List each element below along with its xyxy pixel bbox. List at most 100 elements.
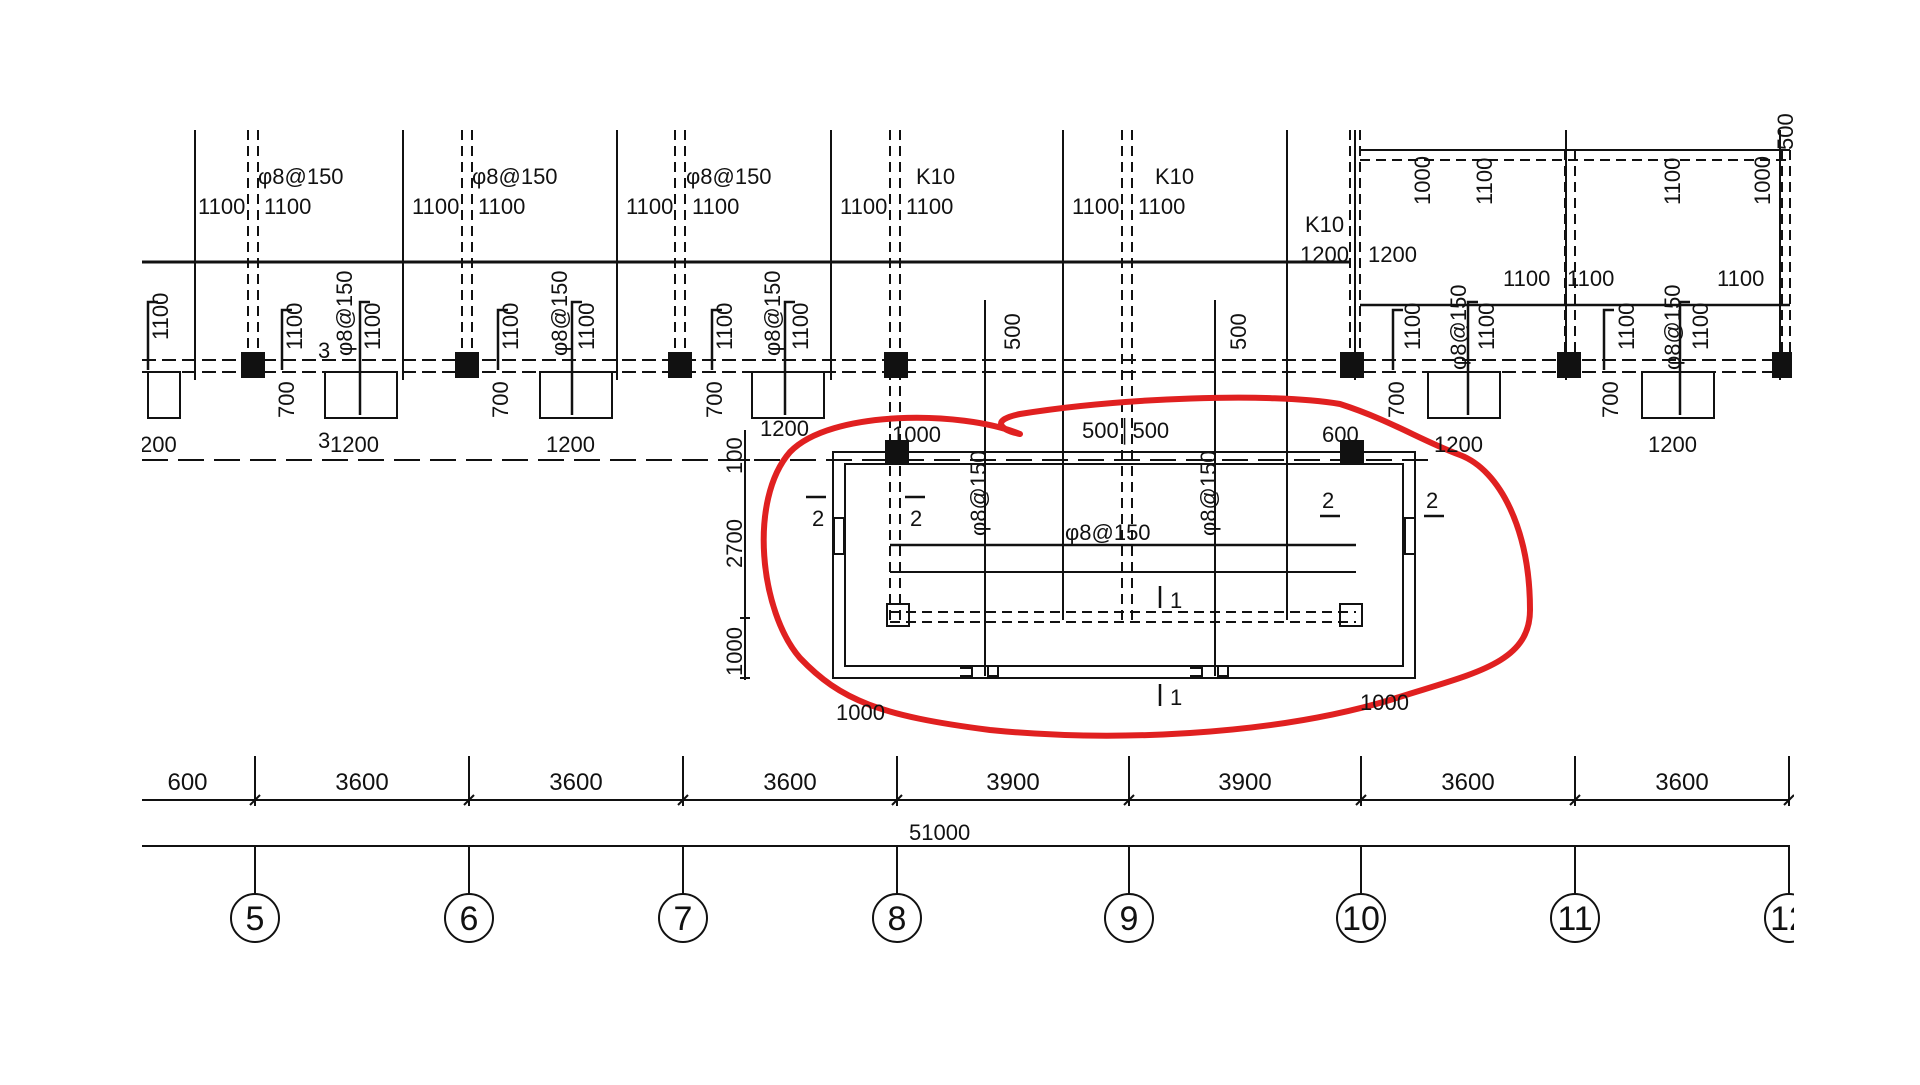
dim-label: 1100 (498, 303, 523, 350)
dim-label: 1100 (478, 194, 525, 219)
dim-label: 1100 (840, 194, 887, 219)
dim-label: 1100 (198, 194, 245, 219)
dim-label: 1200 (1368, 242, 1417, 267)
dimension-ticks (249, 756, 1795, 806)
dimension-slash (1569, 794, 1581, 806)
dim-label: 1200 (330, 432, 379, 457)
rebar-label: φ8@150 (1196, 450, 1221, 536)
beam-tag-label: K10 (1305, 212, 1344, 237)
section-label: 1 (1170, 588, 1182, 613)
dim-label: 1100 (1503, 266, 1550, 291)
dimension-slash (249, 794, 261, 806)
bay-dimension: 3900 (1218, 769, 1271, 796)
rebar-label: φ8@150 (547, 270, 572, 356)
dim-label: 1100 (1567, 266, 1614, 291)
dim-label: 1100 (574, 303, 599, 350)
dim-label: 700 (1598, 381, 1623, 418)
axis-bubble (658, 893, 708, 943)
axis-bubble (444, 893, 494, 943)
dim-label: 1100 (282, 303, 307, 350)
dim-label: 1100 (788, 303, 813, 350)
rebar-label: φ8@150 (258, 164, 344, 189)
dim-label: 1100 (1717, 266, 1764, 291)
section-label: 1 (1170, 685, 1182, 710)
footings (147, 371, 1715, 419)
grid-structure (142, 130, 1791, 620)
dimension-chain (142, 799, 1790, 847)
dim-label: 500 (1773, 113, 1798, 150)
dim-label: 1100 (1400, 303, 1425, 350)
axis-bubble (872, 893, 922, 943)
dim-label: 1200 (1648, 432, 1697, 457)
dim-label: 700 (488, 381, 513, 418)
rebar-label: φ8@150 (472, 164, 558, 189)
axis-label: 7 (674, 900, 693, 938)
dim-label: 1100 (1072, 194, 1119, 219)
dim-label: 1000 (722, 627, 747, 676)
bay-dimension: 3600 (549, 769, 602, 796)
dim-label: 1100 (626, 194, 673, 219)
dim-label: 1000 (892, 422, 941, 447)
dim-label: 1200 (760, 416, 809, 441)
beam-tag-label: K10 (1155, 164, 1194, 189)
section-label: 2 (812, 506, 824, 531)
column-lines (194, 130, 1791, 620)
section-label: 2 (1426, 488, 1438, 513)
dimension-slash (1123, 794, 1135, 806)
dim-label: 500 (1000, 313, 1025, 350)
foundation-detail (740, 300, 1444, 706)
dim-label: 1100 (412, 194, 459, 219)
rebar-label: φ8@150 (1660, 284, 1685, 370)
overall-length-label: 51000 (909, 820, 970, 845)
bay-dimension: 3600 (763, 769, 816, 796)
axis-label: 6 (460, 900, 479, 938)
rebar-label: φ8@150 (966, 450, 991, 536)
bay-dimension: 3600 (1655, 769, 1708, 796)
dimension-slash (677, 794, 689, 806)
dim-label: 1100 (906, 194, 953, 219)
dim-label: 2700 (722, 519, 747, 568)
dim-label: 1100 (1660, 158, 1685, 205)
dim-label: 1000 (1360, 690, 1409, 715)
bay-dimension: 3900 (986, 769, 1039, 796)
axis-label: 9 (1120, 900, 1139, 938)
dim-label: 200 (140, 432, 177, 457)
section-label: 2 (910, 506, 922, 531)
dim-label: 700 (274, 381, 299, 418)
dimension-slash (463, 794, 475, 806)
dimension-slash (1783, 794, 1795, 806)
axis-label: 10 (1342, 900, 1380, 938)
dim-label: 1000 (836, 700, 885, 725)
dim-label: 1000 (1750, 156, 1775, 205)
bay-dimension: 600 (167, 769, 207, 796)
axis-label: 5 (246, 900, 265, 938)
marker-label: 3 (318, 428, 330, 453)
axis-bubble (1550, 893, 1600, 943)
dim-label: 500 (1226, 313, 1251, 350)
axis-bubble (1336, 893, 1386, 943)
dimension-slash (1355, 794, 1367, 806)
dimension-slash (891, 794, 903, 806)
dim-label: 100 (722, 437, 747, 474)
dim-label: 500│500 (1082, 417, 1169, 445)
dim-label: 1200 (1300, 242, 1349, 267)
dim-label: 1100 (712, 303, 737, 350)
dim-label: 1100 (1688, 303, 1713, 350)
dim-label: 1100 (264, 194, 311, 219)
dim-label: 1100 (1138, 194, 1185, 219)
dim-label: 1100 (1472, 158, 1497, 205)
axis-label: 8 (888, 900, 907, 938)
rebar-label: φ8@150 (332, 270, 357, 356)
axis-bubble (1104, 893, 1154, 943)
rebar-label: φ8@150 (1065, 520, 1151, 545)
rebar-label: φ8@150 (686, 164, 772, 189)
dim-label: 600 (1322, 422, 1359, 447)
bracket-marks (146, 300, 1690, 415)
dim-label: 1000 (1410, 156, 1435, 205)
dim-label: 700 (702, 381, 727, 418)
rebar-label: φ8@150 (1446, 284, 1471, 370)
